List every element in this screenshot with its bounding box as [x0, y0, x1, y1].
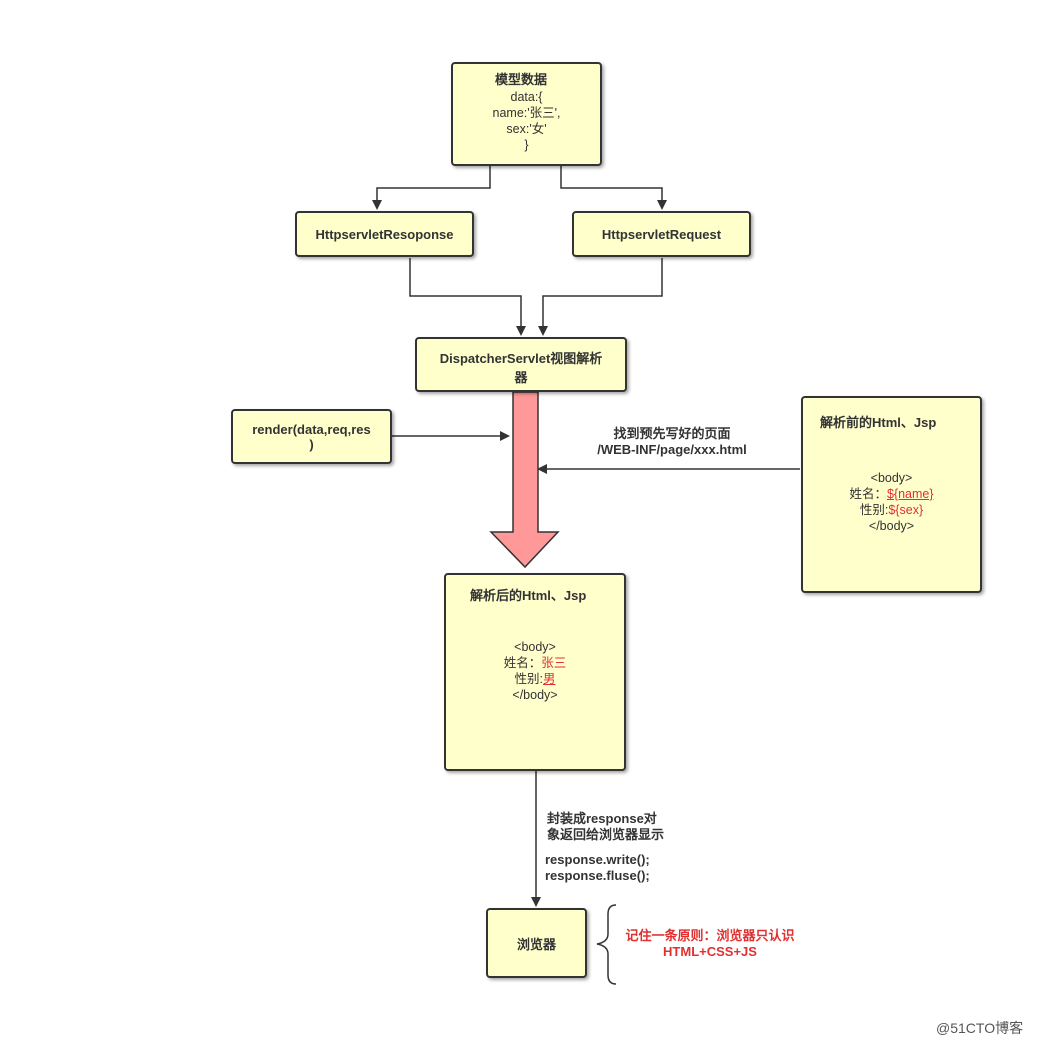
find-page-label: 找到预先写好的页面 /WEB-INF/page/xxx.html — [572, 426, 772, 458]
rule-note-line2: HTML+CSS+JS — [663, 944, 757, 959]
dispatcher-label-line2: 器 — [514, 370, 528, 385]
before-body-close: </body> — [868, 519, 915, 533]
response-write-code: response.write(); — [545, 852, 650, 867]
dispatcher-label-line1: DispatcherServlet视图解析 — [439, 351, 603, 366]
after-body-close: </body> — [512, 688, 558, 702]
rule-note-line1: 记住一条原则：浏览器只认识 — [625, 928, 795, 943]
after-body-open: <body> — [514, 640, 556, 654]
model-data-content: data:{ name:'张三', sex:'女' } — [453, 89, 600, 153]
model-line-2: name:'张三', — [492, 106, 561, 120]
render-label-line2: ) — [309, 437, 314, 452]
browser-box: 浏览器 — [486, 908, 587, 978]
response-fluse-code: response.fluse(); — [545, 868, 650, 883]
arrow-request-to-dispatcher — [538, 258, 663, 336]
arrow-model-to-response — [372, 165, 491, 210]
after-sex-label: 性别: — [514, 672, 543, 686]
before-sex-value: ${sex} — [888, 503, 924, 517]
after-parse-content: <body> 姓名：张三 性别:男 </body> — [446, 639, 624, 703]
httpservlet-response-box: HttpservletResoponse — [295, 211, 474, 257]
before-parse-title: 解析前的Html、Jsp — [820, 415, 937, 430]
after-name-label: 姓名： — [503, 656, 542, 670]
browser-label: 浏览器 — [516, 936, 556, 952]
wrap-line2: 象返回给浏览器显示 — [547, 827, 665, 842]
before-parse-content: <body> 姓名：${name} 性别:${sex} </body> — [803, 470, 980, 534]
httpservlet-request-label: HttpservletRequest — [601, 226, 722, 242]
big-down-arrow — [489, 391, 560, 569]
after-sex-line: 性别:男 — [446, 671, 624, 687]
before-body-open: <body> — [870, 471, 913, 485]
wrap-response-label: 封装成response对 象返回给浏览器显示 — [547, 811, 664, 843]
before-parse-box: 解析前的Html、Jsp <body> 姓名：${name} 性别:${sex}… — [801, 396, 982, 593]
render-label-line1: render(data,req,res — [252, 422, 371, 437]
wrap-line1: 封装成response对 — [547, 811, 657, 826]
browser-rule-note: 记住一条原则：浏览器只认识 HTML+CSS+JS — [622, 928, 798, 960]
after-parse-title: 解析后的Html、Jsp — [470, 588, 587, 603]
after-name-value: 张三 — [541, 656, 567, 670]
before-name-value: ${name} — [886, 487, 934, 501]
after-parse-box: 解析后的Html、Jsp <body> 姓名：张三 性别:男 </body> — [444, 573, 626, 771]
after-name-line: 姓名：张三 — [446, 655, 624, 671]
response-code-label: response.write(); response.fluse(); — [545, 852, 650, 884]
dispatcher-servlet-box: DispatcherServlet视图解析 器 — [415, 337, 627, 392]
arrow-response-to-dispatcher — [409, 258, 526, 336]
model-line-1: data:{ — [510, 90, 543, 104]
find-page-line1: 找到预先写好的页面 — [613, 426, 731, 441]
model-line-3: sex:'女' — [506, 122, 547, 136]
model-data-title: 模型数据 — [495, 72, 548, 87]
render-box: render(data,req,res ) — [231, 409, 392, 464]
before-sex-line: 性别:${sex} — [803, 502, 980, 518]
model-line-4: } — [524, 138, 529, 152]
curly-brace — [596, 904, 617, 985]
before-name-label: 姓名： — [849, 487, 887, 501]
arrow-model-to-request — [560, 165, 667, 210]
model-data-box: 模型数据 data:{ name:'张三', sex:'女' } — [451, 62, 602, 166]
before-sex-label: 性别: — [859, 503, 889, 517]
httpservlet-request-box: HttpservletRequest — [572, 211, 751, 257]
find-page-line2: /WEB-INF/page/xxx.html — [597, 442, 747, 457]
after-sex-value: 男 — [542, 672, 556, 686]
before-name-line: 姓名：${name} — [803, 486, 980, 502]
httpservlet-response-label: HttpservletResoponse — [315, 226, 454, 242]
watermark: @51CTO博客 — [936, 1020, 1024, 1036]
